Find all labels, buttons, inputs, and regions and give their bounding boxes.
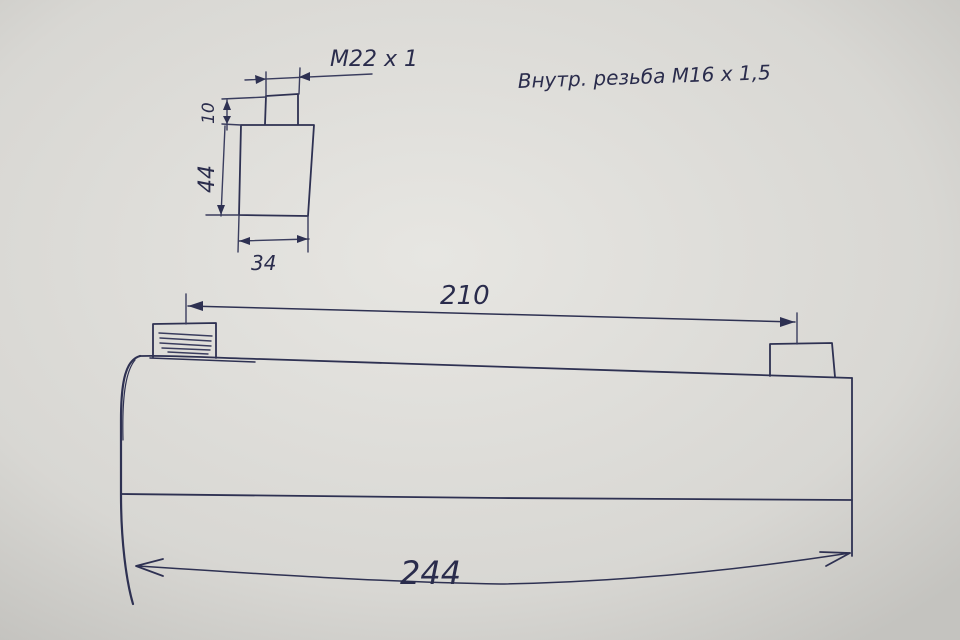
- left-fitting-block: [152, 322, 217, 359]
- left-fitting-thread-hatching: [158, 332, 213, 355]
- total-length-label: 244: [400, 554, 461, 592]
- right-fitting-block: [769, 342, 836, 378]
- body-height-arrow-bottom: [217, 205, 225, 215]
- spacing-dimension-line: [187, 305, 796, 323]
- total-length-arrow-left: [135, 558, 164, 577]
- width-arrow-right: [297, 235, 308, 243]
- total-length-arrow-right: [819, 551, 851, 567]
- nipple-height-label: 10: [199, 102, 219, 124]
- bar-left-edge: [119, 354, 142, 606]
- nipple-height-arrow-top: [223, 100, 231, 110]
- height-extension-top: [221, 96, 267, 100]
- thread-extension-right: [298, 67, 301, 95]
- fitting-detail-sketch: M22 x 1 10 44 34: [195, 47, 418, 275]
- fitting-nipple-outline: [264, 93, 299, 125]
- bar-middle-line: [120, 493, 853, 501]
- nipple-height-arrow-bottom: [223, 116, 231, 124]
- spacing-arrow-right: [780, 317, 795, 327]
- width-label: 34: [251, 251, 276, 275]
- spacing-arrow-left: [188, 301, 203, 311]
- total-length-dimension-line: [137, 552, 851, 585]
- body-height-label: 44: [195, 165, 220, 193]
- width-arrow-left: [239, 237, 250, 245]
- thread-arrow-left: [255, 75, 266, 84]
- thread-arrow-right: [299, 72, 310, 81]
- body-height-dimension-line: [220, 125, 226, 217]
- thread-label: M22 x 1: [330, 47, 418, 72]
- bar-left-edge-stroke2: [122, 359, 136, 441]
- bar-sketch: 210 244: [119, 281, 853, 606]
- height-extension-mid: [221, 123, 242, 126]
- spacing-label: 210: [440, 281, 490, 311]
- left-fitting-base: [149, 357, 256, 363]
- width-extension-left: [237, 215, 240, 253]
